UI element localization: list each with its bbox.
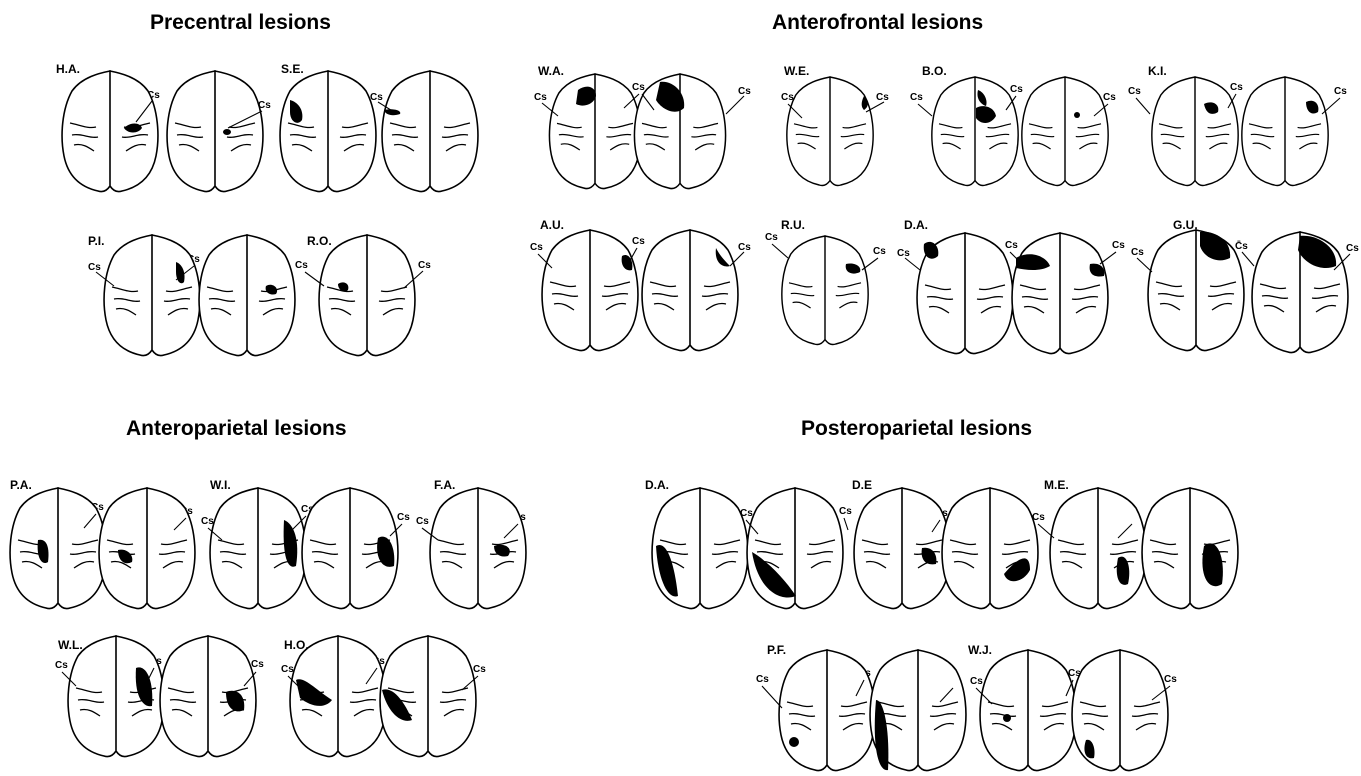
cs-leader-lines [62,94,1350,708]
